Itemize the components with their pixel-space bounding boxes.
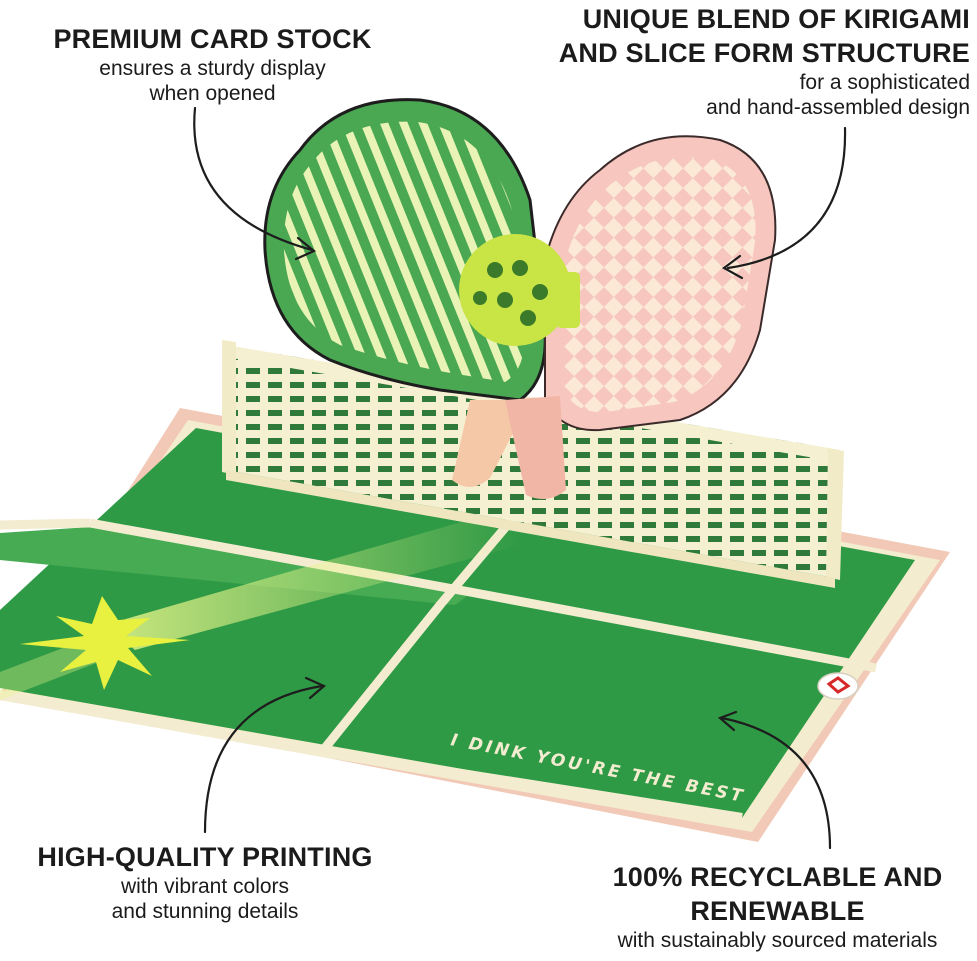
arrow-head-icon bbox=[721, 254, 744, 280]
feature-subtitle-line: with vibrant colors bbox=[120, 875, 290, 898]
feature-subtitle-line: when opened bbox=[149, 82, 276, 105]
feature-title-line: RENEWABLE bbox=[690, 896, 865, 926]
feature-kirigami: UNIQUE BLEND OF KIRIGAMI AND SLICE FORM … bbox=[540, 2, 970, 120]
arrow-head-icon bbox=[717, 710, 738, 732]
arrow-kirigami bbox=[726, 126, 847, 270]
arrow-printing bbox=[203, 684, 324, 834]
arrow-head-icon bbox=[294, 236, 317, 261]
paddle-handles bbox=[452, 396, 566, 499]
feature-subtitle-line: ensures a sturdy display bbox=[99, 57, 326, 80]
feature-title: PREMIUM CARD STOCK bbox=[53, 24, 372, 54]
callout-arrows bbox=[193, 106, 847, 850]
feature-recyclable: 100% RECYCLABLE AND RENEWABLE with susta… bbox=[590, 860, 965, 953]
arrow-head-icon bbox=[304, 676, 327, 700]
feature-title: HIGH-QUALITY PRINTING bbox=[37, 842, 373, 872]
feature-title-line: AND SLICE FORM STRUCTURE bbox=[558, 38, 970, 68]
pickleball-icon bbox=[459, 234, 580, 346]
feature-printing: HIGH-QUALITY PRINTING with vibrant color… bbox=[20, 840, 390, 924]
arrow-recyclable bbox=[720, 716, 832, 850]
feature-title-line: UNIQUE BLEND OF KIRIGAMI bbox=[582, 4, 970, 34]
feature-subtitle-line: and hand-assembled design bbox=[706, 96, 970, 119]
feature-subtitle-line: with sustainably sourced materials bbox=[617, 929, 938, 952]
pink-paddle bbox=[544, 135, 777, 432]
feature-card-stock: PREMIUM CARD STOCK ensures a sturdy disp… bbox=[40, 22, 385, 106]
starburst-icon bbox=[20, 596, 190, 690]
feature-subtitle-line: and stunning details bbox=[111, 900, 299, 923]
brand-tab-icon bbox=[817, 672, 859, 700]
feature-subtitle-line: for a sophisticated bbox=[799, 71, 970, 94]
feature-title-line: 100% RECYCLABLE AND bbox=[612, 862, 943, 892]
arrow-card-stock bbox=[193, 106, 314, 252]
